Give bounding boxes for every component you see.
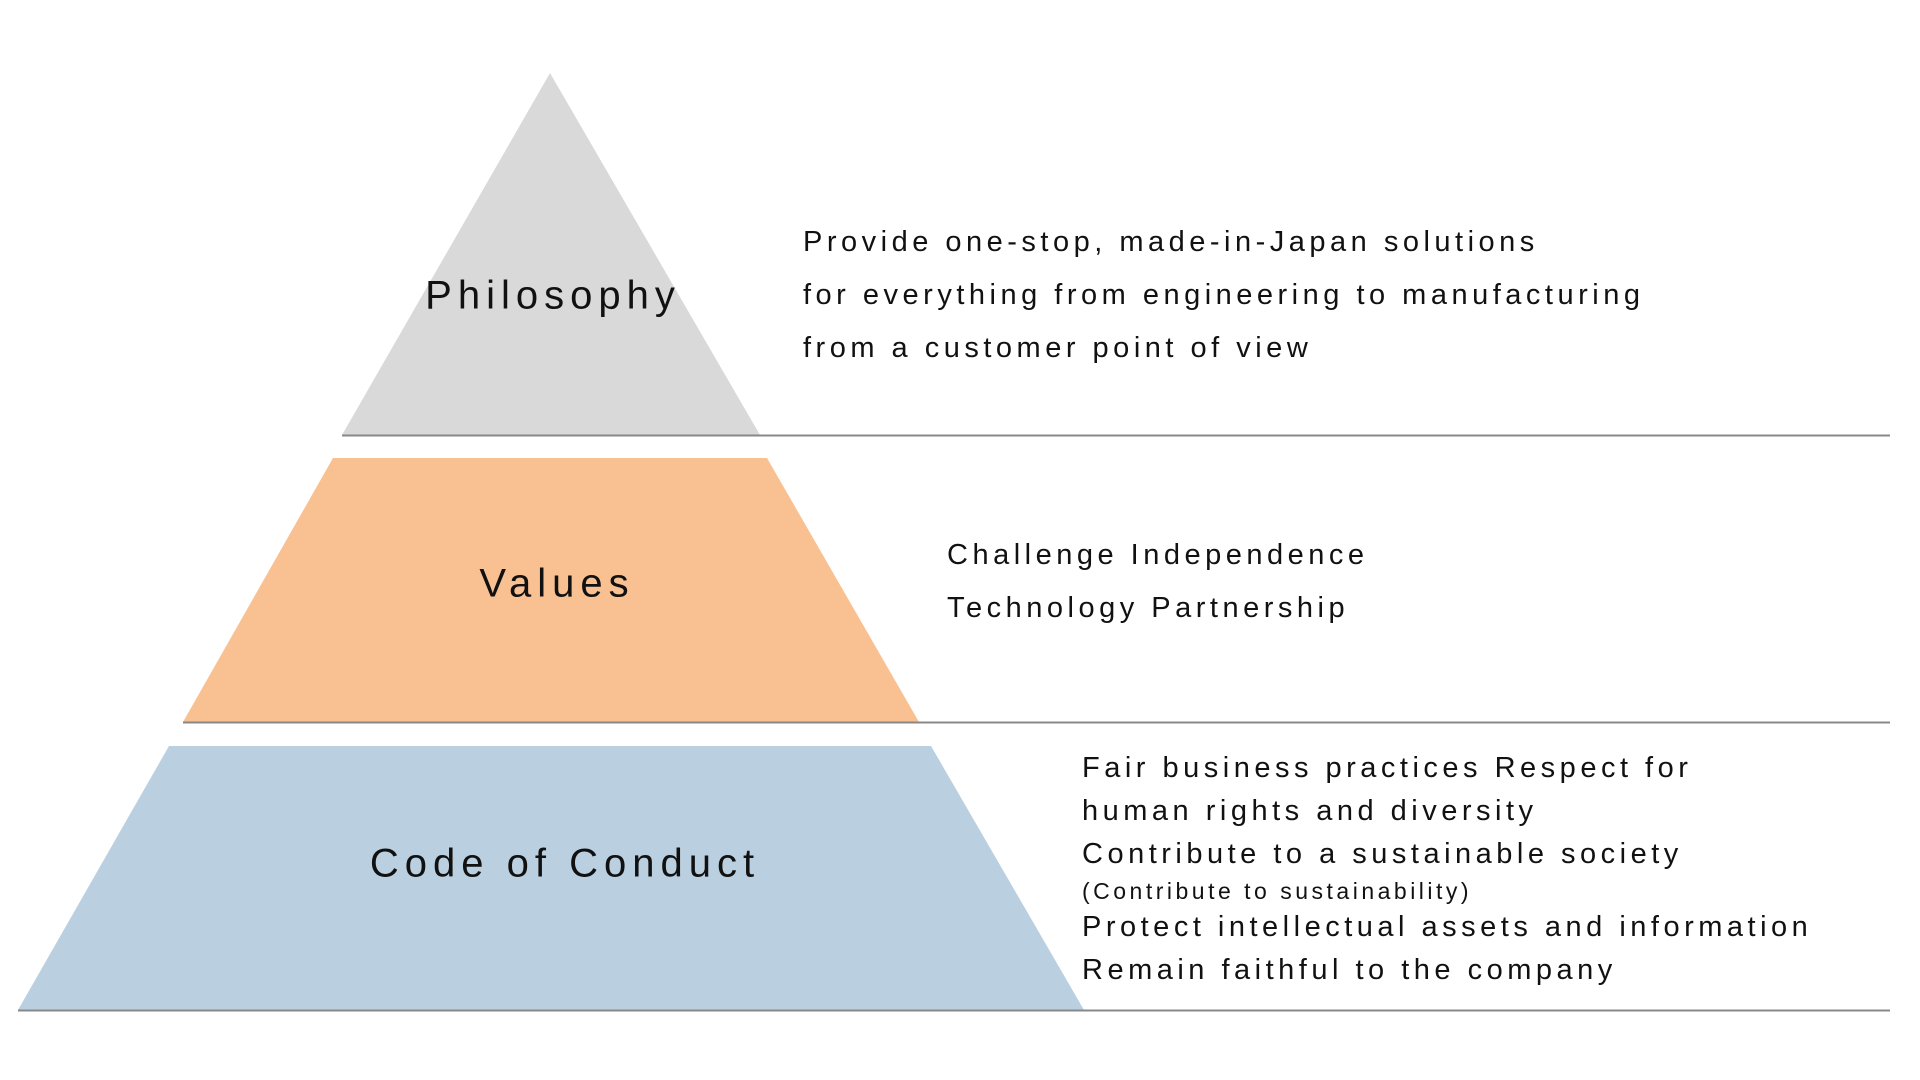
values-description: Challenge Independence Technology Partne… xyxy=(947,529,1369,635)
conduct-description: Fair business practices Respect for huma… xyxy=(1082,747,1812,992)
philosophy-description: Provide one-stop, made-in-Japan solution… xyxy=(803,216,1644,375)
values-line: Challenge Independence xyxy=(947,539,1369,571)
conduct-line: Remain faithful to the company xyxy=(1082,954,1617,986)
code-of-conduct-label: Code of Conduct xyxy=(369,841,761,886)
philosophy-line: Provide one-stop, made-in-Japan solution… xyxy=(803,226,1539,258)
philosophy-triangle xyxy=(342,73,760,435)
conduct-line: Contribute to a sustainable society xyxy=(1082,838,1683,870)
conduct-line: Fair business practices Respect for xyxy=(1082,752,1693,784)
values-label: Values xyxy=(479,561,635,606)
conduct-line: Protect intellectual assets and informat… xyxy=(1082,911,1813,943)
conduct-line: human rights and diversity xyxy=(1082,795,1538,827)
conduct-trapezoid xyxy=(18,746,1084,1010)
philosophy-label: Philosophy xyxy=(425,273,681,318)
values-trapezoid xyxy=(183,458,919,722)
values-line: Technology Partnership xyxy=(947,592,1350,624)
philosophy-line: for everything from engineering to manuf… xyxy=(803,279,1645,311)
conduct-line-note: (Contribute to sustainability) xyxy=(1082,878,1473,904)
philosophy-line: from a customer point of view xyxy=(803,332,1313,364)
